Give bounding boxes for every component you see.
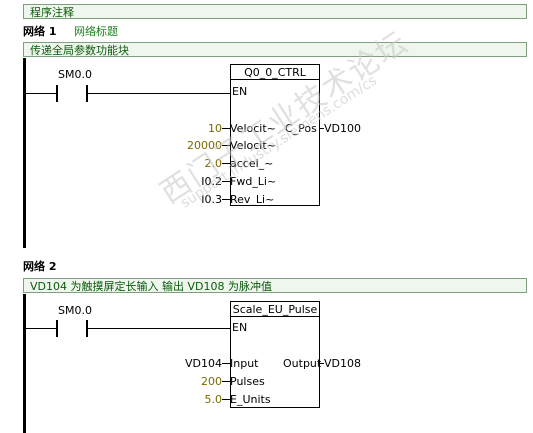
network-1-power-rail: [23, 58, 26, 248]
network-2-label: 网络 2: [23, 260, 57, 273]
block-2-en-pin: EN: [232, 321, 248, 334]
block-2-title-divider: [231, 316, 319, 317]
block-1-wire-2: [222, 145, 230, 146]
block-1-value-accel[interactable]: 2.0: [204, 157, 223, 170]
block-1-wire-4: [222, 181, 230, 182]
block-2-value-e-units[interactable]: 5.0: [204, 393, 223, 406]
program-comment-bar[interactable]: 程序注释: [23, 4, 527, 19]
network-1-wire-left: [26, 93, 56, 94]
network-1-header[interactable]: 网络 1 网络标题: [23, 24, 527, 39]
network-1-contact-left[interactable]: [56, 85, 58, 102]
block-1-output-value[interactable]: VD100: [324, 122, 361, 135]
block-2-value-pulses[interactable]: 200: [201, 375, 222, 388]
network-1-comment-bar[interactable]: 传递全局参数功能块: [23, 42, 527, 57]
block-1-name: Q0_0_CTRL: [244, 66, 306, 79]
network-2-contact-right[interactable]: [86, 320, 88, 337]
block-1-value-rev-limit[interactable]: I0.3: [201, 193, 222, 206]
block-1-value-velocity-1[interactable]: 10: [208, 122, 222, 135]
block-1-value-velocity-2[interactable]: 20000: [187, 139, 222, 152]
block-1-pin-rev-limit: Rev_Li~: [230, 193, 275, 206]
block-2-pin-e-units: E_Units: [230, 393, 271, 406]
network-2-power-rail: [23, 294, 26, 433]
block-2-wire-3: [222, 399, 230, 400]
block-1-pin-velocity-2: Velocit~: [230, 139, 276, 152]
block-1-output-pin: C_Pos: [285, 122, 317, 135]
block-1-wire-5: [222, 199, 230, 200]
block-scale-eu-pulse[interactable]: Scale_EU_Pulse: [230, 301, 320, 408]
block-2-name: Scale_EU_Pulse: [232, 303, 318, 316]
block-1-output-wire: [320, 128, 324, 129]
network-2-contact-label: SM0.0: [58, 304, 92, 317]
block-q0-0-ctrl[interactable]: Q0_0_CTRL: [230, 64, 320, 206]
network-1-title: 网络标题: [73, 25, 118, 38]
block-1-value-fwd-limit[interactable]: I0.2: [201, 175, 222, 188]
network-1-label: 网络 1: [23, 25, 57, 38]
network-2-contact-left[interactable]: [56, 320, 58, 337]
network-2-header[interactable]: 网络 2: [23, 259, 527, 274]
block-2-output-pin: Output: [283, 357, 322, 370]
block-1-pin-accel: accel_~: [230, 157, 274, 170]
block-2-pin-input: Input: [230, 357, 259, 370]
block-1-pin-fwd-limit: Fwd_Li~: [230, 175, 277, 188]
block-2-wire-1: [222, 363, 230, 364]
network-1-contact-label: SM0.0: [58, 68, 92, 81]
block-1-en-pin: EN: [232, 85, 248, 98]
block-2-pin-pulses: Pulses: [230, 375, 265, 388]
block-1-wire-1: [222, 128, 230, 129]
network-2-comment-bar[interactable]: VD104 为触摸屏定长输入 输出 VD108 为脉冲值: [23, 278, 527, 293]
network-2-wire-left: [26, 328, 56, 329]
network-2-comment: VD104 为触摸屏定长输入 输出 VD108 为脉冲值: [30, 280, 272, 293]
network-1-comment: 传递全局参数功能块: [30, 44, 129, 57]
block-1-title-divider: [231, 79, 319, 80]
program-comment-text: 程序注释: [30, 6, 74, 19]
network-2-wire-right: [88, 328, 230, 329]
block-2-output-wire: [320, 363, 324, 364]
block-2-wire-2: [222, 381, 230, 382]
network-1-contact-right[interactable]: [86, 85, 88, 102]
block-2-output-value[interactable]: VD108: [324, 357, 361, 370]
block-1-wire-3: [222, 163, 230, 164]
network-1-wire-right: [88, 93, 230, 94]
block-1-pin-velocity-1: Velocit~: [230, 122, 276, 135]
block-2-value-input[interactable]: VD104: [185, 357, 222, 370]
